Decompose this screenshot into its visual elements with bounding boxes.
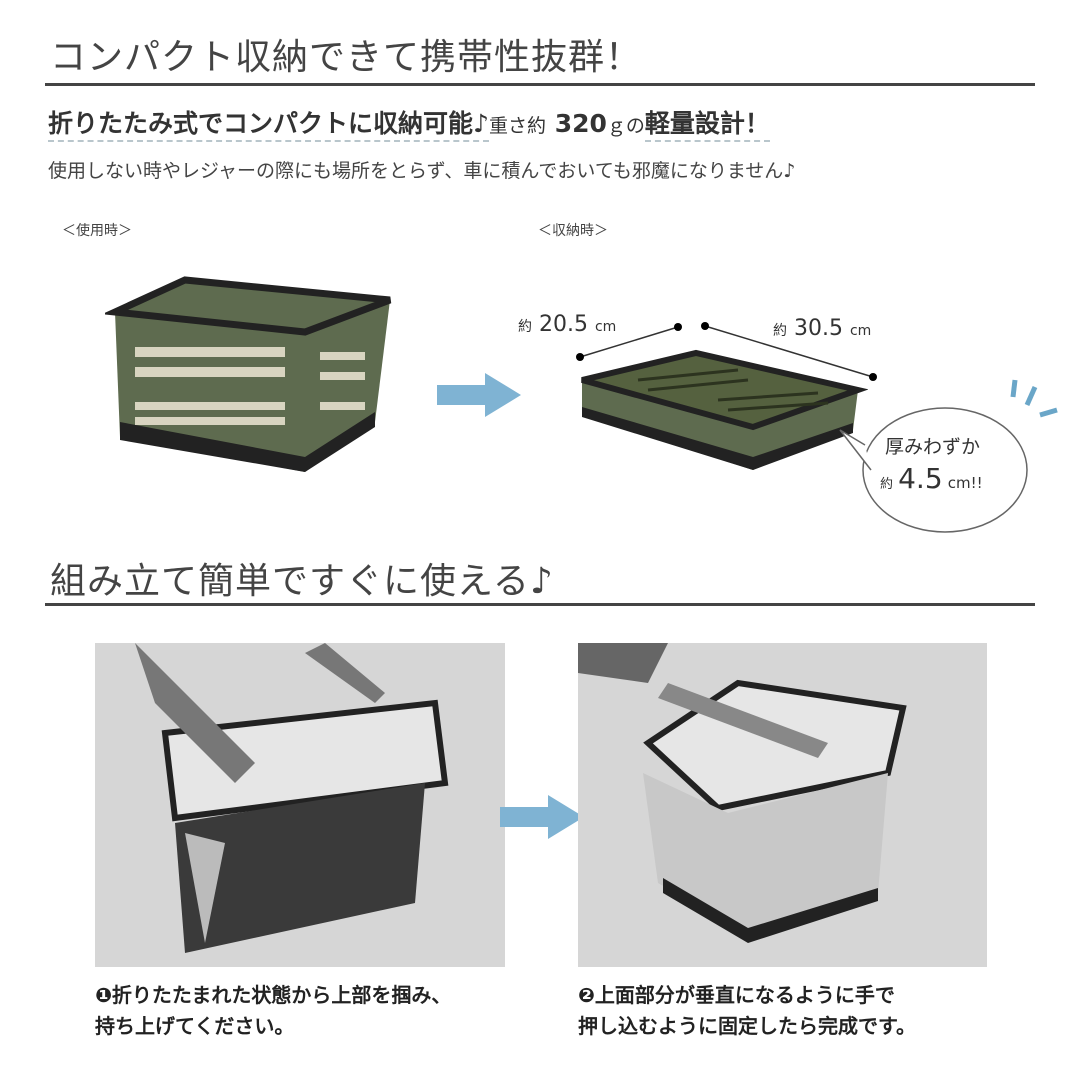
speech-bubble xyxy=(839,379,1058,533)
subheading: 折りたたみ式でコンパクトに収納可能♪重さ約 320ｇの軽量設計！ xyxy=(48,104,770,142)
dimension-lines xyxy=(576,322,877,381)
basket-open-image xyxy=(105,276,392,472)
description: 使用しない時やレジャーの際にも場所をとらず、車に積んでおいても邪魔になりません♪ xyxy=(48,160,796,182)
label-stored: ＜収納時＞ xyxy=(538,223,608,239)
subheading-compact: 折りたたみ式でコンパクトに収納可能♪ xyxy=(48,109,489,142)
subheading-light: 軽量設計！ xyxy=(644,109,770,142)
arrow-right-icon xyxy=(500,795,584,839)
weight-unit: ｇの xyxy=(606,115,645,137)
basket-folded-image xyxy=(581,349,868,470)
step1-photo xyxy=(95,643,505,967)
bubble-thickness: 約 4.5 cm!! xyxy=(880,462,983,495)
bubble-text-thin: 厚みわずか xyxy=(885,436,981,458)
step2-photo xyxy=(578,643,987,967)
section1-title: コンパクト収納できて携帯性抜群！ xyxy=(50,37,643,78)
section2-divider xyxy=(45,603,1035,606)
step2-caption: ❷上面部分が垂直になるように手で押し込むように固定したら完成です。 xyxy=(578,983,916,1038)
step1-caption: ❶折りたたまれた状態から上部を掴み、持ち上げてください。 xyxy=(95,983,452,1038)
weight-value: 320 xyxy=(554,109,607,138)
dimension-width: 約 20.5 cm xyxy=(518,312,617,337)
subheading-weight-label: 重さ約 xyxy=(488,115,546,137)
section1-divider xyxy=(45,83,1035,86)
dimension-length: 約 30.5 cm xyxy=(773,316,872,341)
arrow-right-icon xyxy=(437,373,521,417)
section2-title: 組み立て簡単ですぐに使える♪ xyxy=(50,561,554,602)
label-in-use: ＜使用時＞ xyxy=(62,223,132,239)
